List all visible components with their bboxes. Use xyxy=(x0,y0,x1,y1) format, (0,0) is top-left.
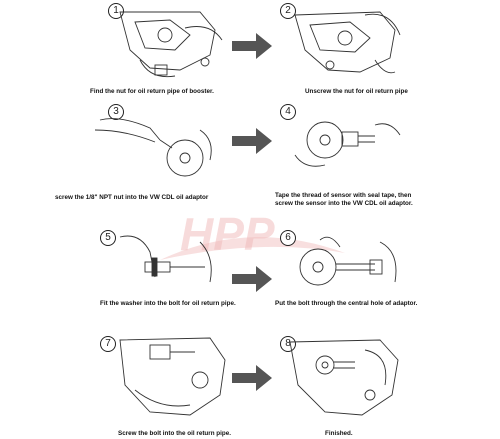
hpp-watermark-logo: HPP xyxy=(160,208,345,260)
step-5: 5 Fit the washer into the bolt for oil r… xyxy=(0,222,250,322)
step-number-2: 2 xyxy=(280,3,296,19)
finished-engine-illustration xyxy=(289,339,399,416)
step-7-caption: Screw the bolt into the oil return pipe. xyxy=(118,430,231,437)
step-3-caption: screw the 1/8" NPT nut into the VW CDL o… xyxy=(55,194,209,201)
step-6-caption: Put the bolt through the central hole of… xyxy=(275,300,418,307)
step-number-3: 3 xyxy=(108,104,124,120)
washer-bolt-illustration xyxy=(119,235,212,283)
step-8: 8 Finished. xyxy=(250,330,500,439)
engine-bay-illustration-1 xyxy=(119,11,223,78)
bolt-through-adaptor-illustration xyxy=(299,236,397,286)
step-1-caption: Find the nut for oil return pipe of boos… xyxy=(90,88,214,95)
step-number-5: 5 xyxy=(100,230,116,246)
step-3: 3 screw the 1/8" NPT nut into the VW CDL… xyxy=(0,100,250,208)
svg-text:HPP: HPP xyxy=(180,208,275,260)
arrow-right-icon xyxy=(232,128,272,154)
step-5-caption: Fit the washer into the bolt for oil ret… xyxy=(100,300,236,307)
screw-bolt-illustration xyxy=(119,337,226,416)
step-4-caption: Tape the thread of sensor with seal tape… xyxy=(275,192,413,207)
engine-bay-illustration-2 xyxy=(294,11,401,74)
step-number-4: 4 xyxy=(280,104,296,120)
step-2: 2 Unscrew the nut for oil return pipe xyxy=(250,0,500,110)
adaptor-nut-illustration xyxy=(94,118,212,177)
step-6: 6 Put the bolt through the central hole … xyxy=(250,222,500,322)
step-number-8: 8 xyxy=(280,336,296,352)
step-4: 4 Tape the thread of sensor with seal ta… xyxy=(250,100,500,220)
arrow-right-icon xyxy=(232,365,272,391)
step-number-6: 6 xyxy=(280,230,296,246)
sensor-illustration xyxy=(294,121,401,167)
step-1: 1 Find the nut for oil return pipe of bo… xyxy=(0,0,250,110)
step-7: 7 Screw the bolt into the oil return pip… xyxy=(0,330,250,439)
step-number-1: 1 xyxy=(108,3,124,19)
arrow-right-icon xyxy=(232,266,272,292)
step-2-caption: Unscrew the nut for oil return pipe xyxy=(305,88,408,95)
arrow-right-icon xyxy=(232,33,272,59)
step-8-caption: Finished. xyxy=(325,430,353,437)
step-number-7: 7 xyxy=(100,336,116,352)
